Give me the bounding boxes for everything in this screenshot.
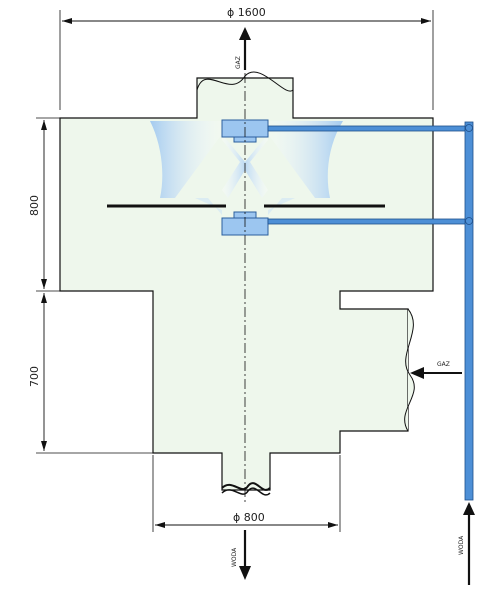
gas-outlet-label: GAZ — [235, 56, 242, 69]
supply-pipe-upper — [267, 125, 469, 132]
water-riser-pipe — [464, 121, 474, 501]
right-break-line — [404, 308, 415, 432]
spray-cone-left — [150, 121, 222, 198]
spray-cone-right — [268, 121, 343, 198]
top-diameter-label: ϕ 1600 — [227, 6, 266, 19]
bottom-break-line — [221, 482, 271, 491]
water-outlet-label: WODA — [231, 547, 238, 567]
gas-inlet-label: GAZ — [437, 361, 450, 368]
spray-cross-lower — [195, 198, 295, 215]
bottom-diameter-label: ϕ 800 — [233, 511, 265, 524]
lower-height-label: 700 — [28, 366, 41, 387]
gas-inlet-arrow-icon — [410, 367, 424, 379]
upper-height-label: 800 — [28, 195, 41, 216]
water-outlet-arrow-icon — [239, 566, 251, 580]
supply-pipe-lower — [267, 218, 469, 225]
water-inlet-label: WODA — [458, 535, 465, 555]
water-inlet-arrow-icon — [463, 502, 475, 515]
gas-outlet-arrow-icon — [239, 27, 251, 40]
